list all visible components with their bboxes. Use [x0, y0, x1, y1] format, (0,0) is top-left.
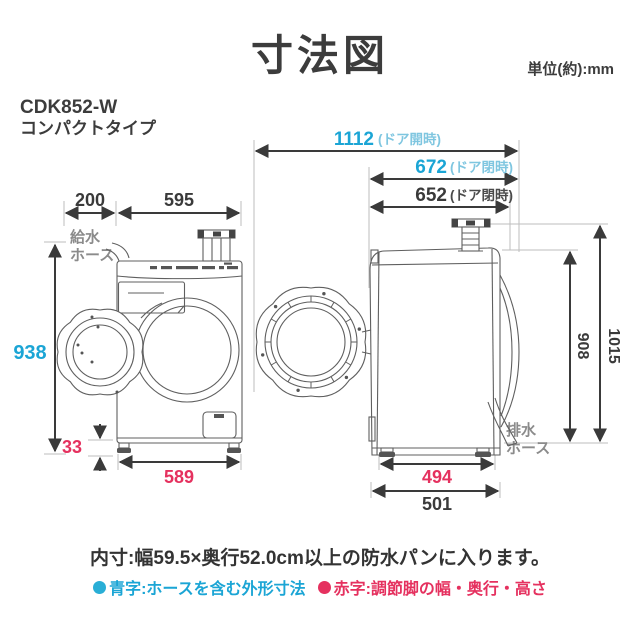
dim-overall-height: 938: [13, 342, 46, 364]
front-drum-ring-inner: [142, 305, 232, 395]
front-filter-door: [202, 411, 237, 439]
front-panel-line: [116, 275, 243, 280]
red-dot-icon: [317, 580, 331, 594]
dim-depth-closed-note: (ドア閉時): [450, 187, 513, 203]
legend: 青字:ホースを含む外形寸法 赤字:調節脚の幅・奥行・高さ: [0, 575, 640, 599]
drain-hose-label-line1: 排水: [506, 421, 537, 439]
front-view-drawing: [56, 229, 243, 453]
side-door-glass: [276, 307, 346, 377]
model-block: CDK852-W コンパクトタイプ: [20, 97, 156, 139]
side-feet: [379, 447, 491, 457]
side-lid-line: [371, 262, 499, 266]
inner-size-note: 内寸:幅59.5×奥行52.0cm以上の防水パンに入ります。: [90, 548, 550, 569]
side-view-drawing: [255, 218, 520, 457]
front-supply-hose-inner: [105, 248, 120, 262]
dim-depth-closed-with-hose: 672: [415, 157, 447, 178]
unit-note: 単位(約):mm: [527, 61, 614, 78]
front-filter-handle: [214, 414, 224, 418]
side-top-front-notch: [370, 249, 379, 264]
hose-labels: 給水 ホース 排水 ホース: [70, 228, 550, 457]
front-door-hinge-arc: [140, 302, 163, 319]
model-name: CDK852-W: [20, 97, 118, 118]
front-supply-hose-outer: [111, 242, 130, 259]
dim-body-height: 908: [574, 333, 591, 360]
front-door-glass: [72, 324, 128, 380]
side-rear-bulge-outer: [499, 274, 520, 428]
model-type-label: コンパクトタイプ: [20, 119, 156, 139]
front-detergent-drawer: [117, 281, 186, 314]
side-door-ticks: [265, 296, 357, 388]
dim-depth-door-open-note: (ドア開時): [378, 131, 441, 147]
dim-depth-closed: 652: [415, 185, 447, 206]
dim-foot-height: 33: [62, 437, 82, 457]
side-drain-hose-inner: [487, 401, 509, 447]
legend-item-blue: 青字:ホースを含む外形寸法: [93, 575, 306, 599]
front-control-buttons: [150, 262, 238, 270]
front-inlet-valve: [197, 229, 236, 262]
dim-foot-width: 589: [164, 467, 194, 487]
side-inlet-valve: [451, 218, 491, 252]
dimension-arrows: [48, 144, 607, 498]
front-drawer-corner: [177, 305, 185, 314]
legend-red-label: 赤字:調節脚の幅・奥行・高さ: [333, 581, 547, 598]
side-drain-hose-outer: [494, 397, 518, 444]
side-body: [369, 247, 501, 456]
front-door-dots: [76, 315, 119, 394]
side-kick-seam: [368, 416, 376, 442]
blue-dot-icon: [93, 580, 107, 594]
page-title: 寸法図: [250, 32, 389, 79]
side-drain-hose-end: [507, 442, 518, 447]
legend-item-red: 赤字:調節脚の幅・奥行・高さ: [317, 575, 547, 599]
dim-body-width: 595: [164, 190, 194, 210]
dimension-values: 200 595 1112 (ドア開時) 672 (ドア閉時) 652 (ドア閉時…: [13, 129, 622, 514]
dim-depth-closed-with-hose-note: (ドア閉時): [450, 159, 513, 175]
dim-foot-depth: 494: [422, 467, 452, 487]
extension-lines: [44, 140, 608, 498]
side-door-rim-marks: [261, 292, 361, 392]
side-open-door-edge: [255, 286, 367, 398]
legend-blue-label: 青字:ホースを含む外形寸法: [109, 581, 306, 598]
side-door-hinge: [361, 329, 372, 355]
dim-body-depth: 501: [422, 494, 452, 514]
front-open-door-edge: [56, 308, 144, 396]
drain-hose-label-line2: ホース: [506, 440, 550, 457]
dim-height-with-valve: 1015: [605, 328, 622, 364]
front-door-ring: [65, 317, 135, 387]
supply-hose-label-line2: ホース: [70, 247, 114, 264]
side-front-seam: [376, 251, 380, 456]
dim-hose-clearance-width: 200: [75, 190, 105, 210]
dim-depth-door-open: 1112: [334, 129, 374, 150]
side-rear-bulge-inner: [499, 287, 513, 417]
supply-hose-label-line1: 給水: [70, 228, 101, 246]
front-feet: [117, 442, 241, 453]
side-rear-seam: [491, 248, 495, 456]
